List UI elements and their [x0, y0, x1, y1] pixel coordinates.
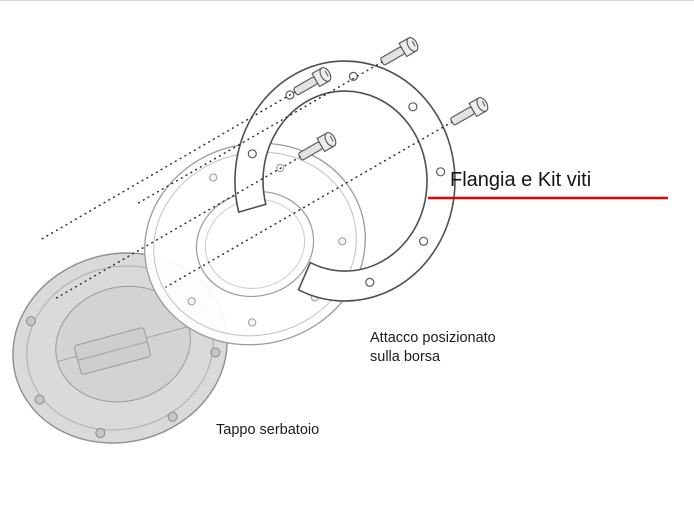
label-flange-kit: Flangia e Kit viti [450, 169, 591, 191]
label-bag-mount-line2: sulla borsa [370, 349, 441, 365]
dotted-line [165, 121, 453, 288]
flange-holes [247, 71, 446, 287]
screw-icon [380, 37, 419, 66]
cap-screw-holes [26, 316, 221, 438]
label-tank-cap: Tappo serbatoio [216, 422, 319, 438]
flange-ring-shape [234, 60, 456, 302]
label-bag-mount-line1: Attacco posizionato [370, 330, 496, 346]
screw-icon [450, 97, 489, 126]
dotted-line [134, 61, 383, 206]
dotted-line [39, 91, 296, 241]
dotted-line [52, 156, 301, 301]
screw-icon [298, 132, 337, 161]
assembly-dotted-lines [39, 61, 453, 301]
screw-icon [293, 67, 332, 96]
